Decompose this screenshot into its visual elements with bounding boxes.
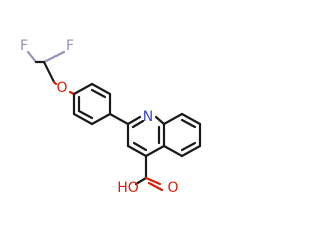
hydroxyl-label: HO [117, 180, 139, 196]
aryl-link-bond [108, 112, 130, 126]
quinoline-benzo-bonds [162, 112, 202, 158]
nitrogen-label: N [143, 109, 153, 125]
difluoromethyl-bonds [26, 50, 76, 96]
molecule-structure: F F O N O HO [20, 38, 202, 196]
ether-oxygen-label: O [56, 80, 67, 96]
fluorine-label-2: F [66, 38, 74, 54]
carbonyl-oxygen-label: O [167, 180, 178, 196]
quinoline-pyridine-bonds [126, 115, 166, 158]
fluorine-label-1: F [20, 38, 28, 54]
carboxylic-acid-bonds [134, 154, 164, 192]
phenyl-ring-bonds [72, 82, 112, 126]
